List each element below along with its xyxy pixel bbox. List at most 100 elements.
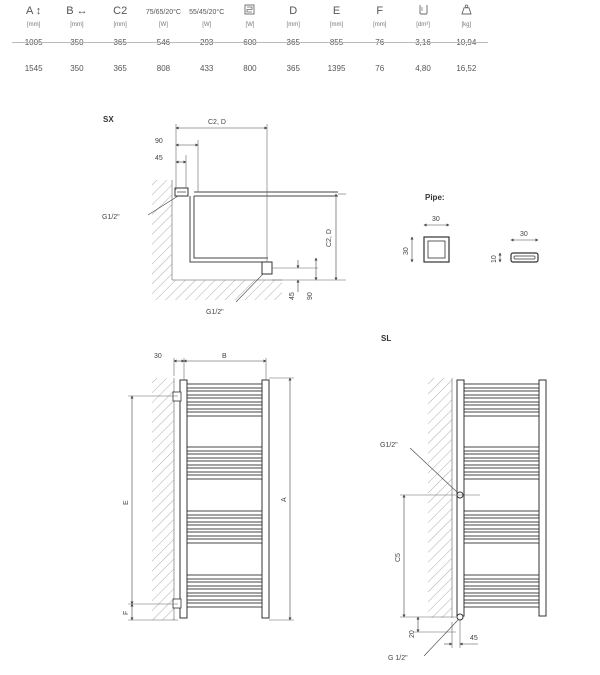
sx-title: SX: [103, 115, 114, 124]
front-view-drawing: 30 B E F A: [123, 353, 294, 621]
radiator-bar: [463, 531, 540, 537]
header-rule: [12, 42, 488, 43]
sl-lower-connector: [456, 613, 464, 621]
flat-height-label: 10: [491, 255, 498, 263]
radiator-bar: [463, 602, 540, 608]
header-symbol: C2: [113, 5, 128, 17]
header-symbol: D: [289, 5, 298, 17]
radiator-bar: [463, 474, 540, 480]
radiator-bar: [186, 411, 263, 417]
sx-drawing: SX C2, D 90 45 G1/2" G1/2": [102, 115, 346, 316]
header-symbol: A ↕: [25, 5, 42, 17]
radiator-bar: [186, 510, 263, 516]
heating-element-icon: [244, 4, 255, 18]
sx-dim-45-label: 45: [155, 155, 163, 162]
front-dim-b-label: B: [222, 353, 227, 360]
table-header-cell: F: [358, 4, 401, 20]
radiator-bar: [463, 411, 540, 417]
table-unit-cell: [W]: [245, 22, 255, 28]
radiator-bar: [463, 397, 540, 403]
front-bars: [186, 383, 263, 608]
header-symbol: B ↔: [66, 5, 88, 17]
table-unit-cell: [W]: [202, 22, 212, 28]
table-unit-cell: [mm]: [329, 22, 344, 28]
table-cell: 800: [243, 64, 257, 73]
table-header-cell: [401, 4, 444, 20]
sl-dim-45-label: 45: [470, 635, 478, 642]
radiator-bar: [463, 467, 540, 473]
table-header-cell: A ↕: [12, 4, 55, 20]
table-unit-cell: [kg]: [461, 22, 472, 28]
radiator-bar: [463, 453, 540, 459]
header-symbol: F: [376, 5, 384, 17]
radiator-bar: [463, 383, 540, 389]
radiator-bar: [186, 574, 263, 580]
front-dim-a-label: A: [281, 497, 288, 502]
radiator-bar: [463, 574, 540, 580]
table-unit-cell: [mm]: [286, 22, 300, 28]
sx-dim-top-label: C2, D: [208, 119, 226, 126]
table-header-cell: [228, 4, 271, 20]
sl-dim-c5-label: C5: [395, 553, 402, 562]
table-cell: 1545: [24, 64, 43, 73]
table-cell: 1395: [327, 64, 346, 73]
sx-floor: [172, 280, 282, 300]
radiator-bar: [463, 404, 540, 410]
square-height-label: 30: [403, 247, 410, 255]
header-symbol: 55/45/20°C: [189, 9, 225, 16]
flat-profile: [510, 252, 539, 263]
sx-wall: [152, 180, 172, 300]
radiator-bar: [186, 588, 263, 594]
radiator-bar: [186, 460, 263, 466]
radiator-bar: [186, 397, 263, 403]
radiator-bar: [463, 524, 540, 530]
table-header-row: A ↕ B ↔ C2 75/65/20°C 55/45/20°C D E F: [12, 4, 488, 20]
radiator-bar: [186, 390, 263, 396]
square-width-label: 30: [432, 216, 440, 223]
radiator-bar: [463, 517, 540, 523]
table-cell: 4,80: [415, 64, 431, 73]
front-wall: [152, 378, 174, 620]
table-unit-cell: [mm]: [70, 22, 84, 28]
radiator-bar: [186, 581, 263, 587]
sl-right-rail: [538, 379, 547, 617]
sl-thread-upper-label: G1/2": [380, 442, 398, 449]
radiator-bar: [463, 588, 540, 594]
radiator-bar: [186, 383, 263, 389]
radiator-bar: [463, 581, 540, 587]
sl-thread-lower-label: G 1/2": [388, 655, 408, 662]
front-left-rail: [179, 379, 188, 619]
table-unit-cell: [mm]: [113, 22, 127, 28]
sx-lower-valve: [261, 261, 273, 275]
radiator-bar: [186, 531, 263, 537]
table-cell: 350: [70, 64, 84, 73]
sx-dim-side-label: C2, D: [326, 229, 333, 247]
sl-wall: [428, 378, 452, 618]
table-unit-cell: [mm]: [373, 22, 387, 28]
flat-width-label: 30: [520, 231, 528, 238]
table-header-cell: C2: [99, 4, 142, 20]
sl-bars: [463, 383, 540, 608]
table-unit-row: [mm] [mm] [mm] [W] [W] [W] [mm] [mm] [mm] [dm³] [k…: [12, 20, 488, 30]
radiator-bar: [186, 467, 263, 473]
front-dim-e-label: E: [123, 500, 130, 505]
pipe-profiles: Pipe: 30 30 30 10: [403, 193, 539, 263]
table-cell: 76: [375, 64, 385, 73]
table-header-cell: D: [272, 4, 315, 20]
table-unit-cell: [W]: [158, 22, 168, 28]
radiator-bar: [186, 474, 263, 480]
radiator-bar: [186, 524, 263, 530]
table-unit-cell: [mm]: [26, 22, 41, 28]
table-header-cell: 55/45/20°C: [185, 4, 228, 20]
sx-dim-90-label: 90: [155, 138, 163, 145]
sx-dim-v45-label: 45: [289, 292, 296, 300]
radiator-bar: [186, 446, 263, 452]
weight-icon: [461, 4, 472, 18]
header-symbol: E: [332, 5, 341, 17]
sl-title: SL: [381, 334, 391, 343]
header-symbol: 75/65/20°C: [145, 9, 181, 16]
table-unit-cell: [dm³]: [416, 22, 430, 28]
sx-thread-lower-label: G1/2": [206, 309, 224, 316]
